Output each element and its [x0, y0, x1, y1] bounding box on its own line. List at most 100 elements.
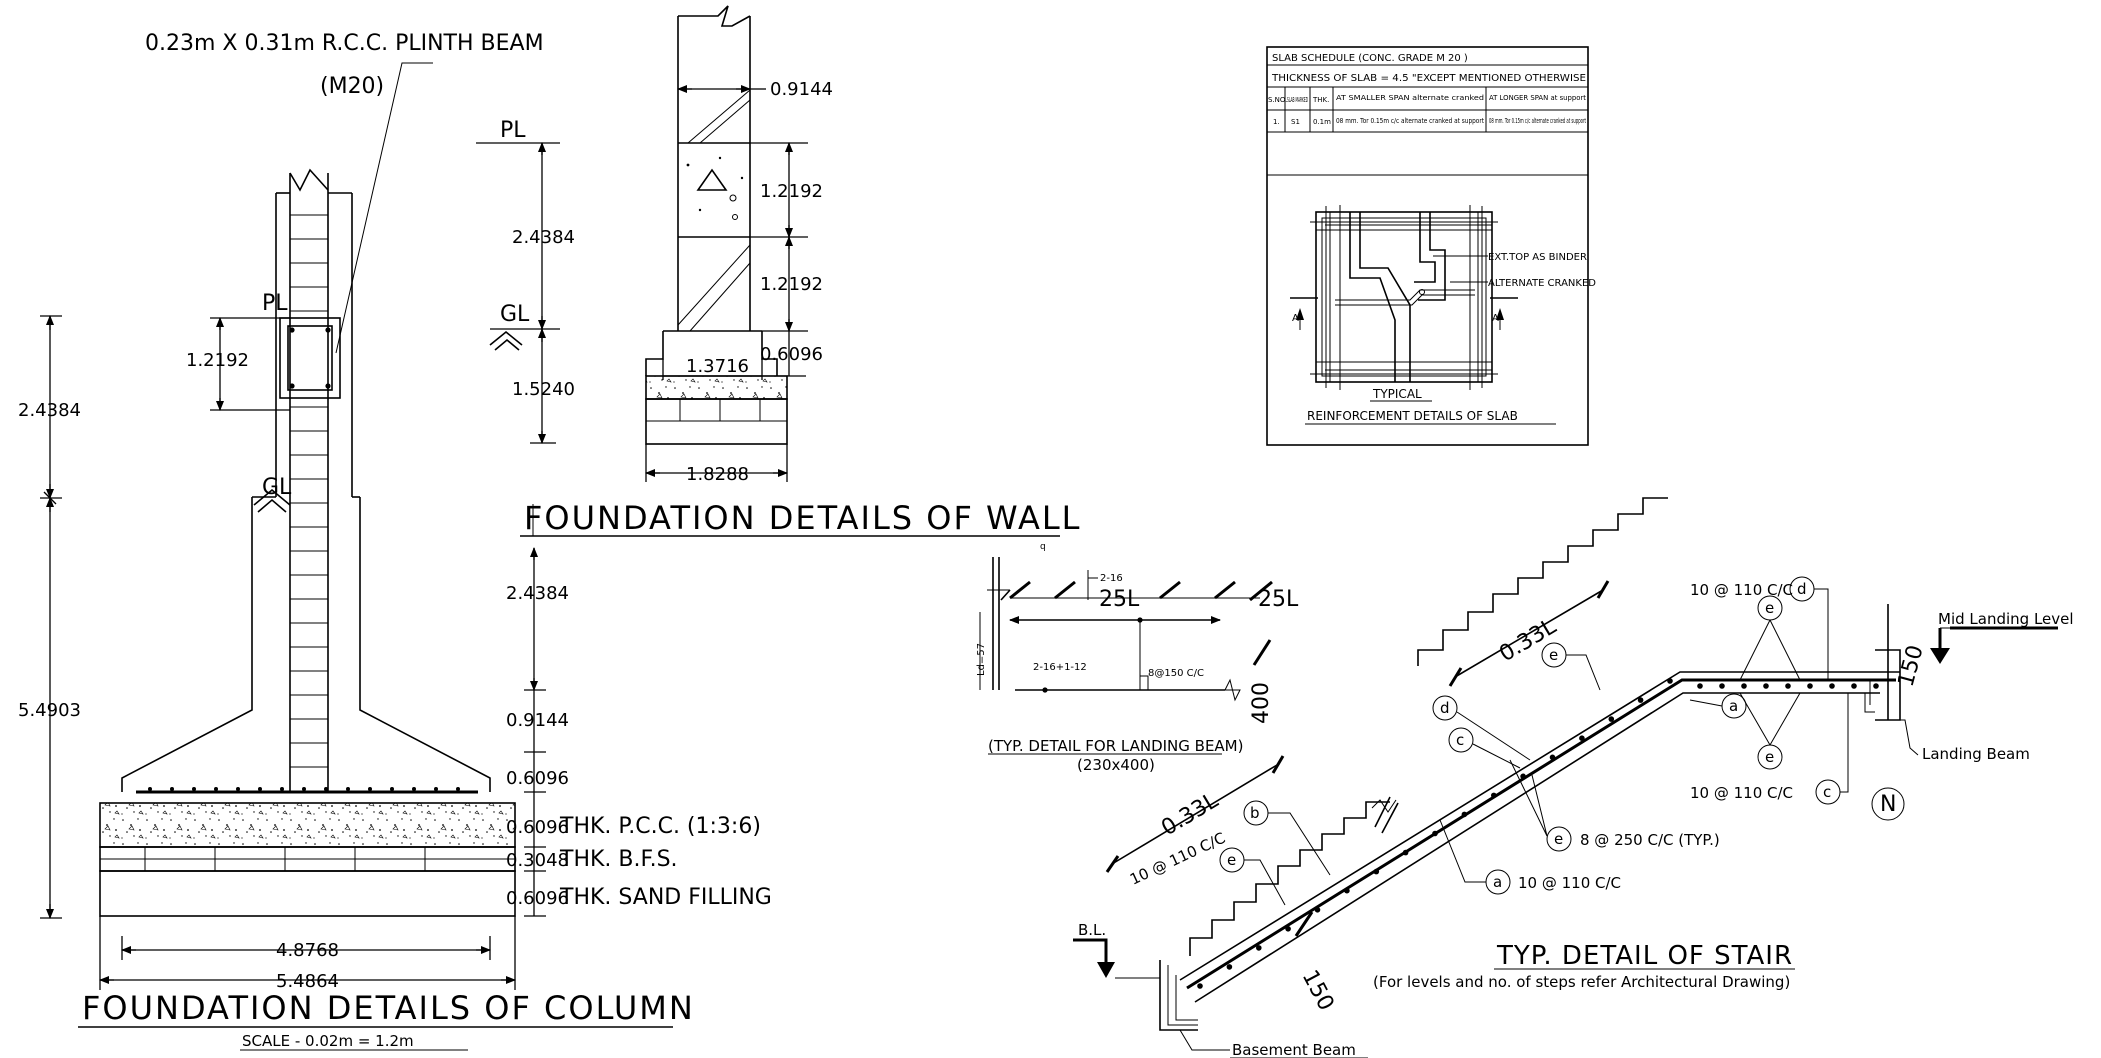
mesh-bar [456, 787, 460, 791]
column-foundation-detail: 0.23m X 0.31m R.C.C. PLINTH BEAM (M20) P… [18, 31, 772, 1051]
marker-c-mid: c [1448, 727, 1521, 769]
svg-text:c: c [1823, 783, 1831, 801]
footing-left-slope [121, 497, 253, 792]
stair-upper-steps [1417, 497, 1668, 666]
landing-bar-dot [1763, 683, 1769, 689]
column-dim-bfs: 0.3048 [506, 850, 569, 871]
wall-pcc-layer [645, 375, 788, 400]
landing-bar-dot [1741, 683, 1747, 689]
stair-bar-dot [1667, 678, 1673, 684]
wall-lower-depth: 1.2192 [760, 274, 823, 295]
sand-layer-label: THK. SAND FILLING [559, 885, 772, 910]
wall-pl-label: PL [500, 118, 526, 143]
landing-beam-detail: 2-16 25L 25L 8@150 C/C 2-16+1-12 Ld=57 q… [976, 542, 1299, 774]
wall-beam-aggregate [696, 168, 728, 191]
stair-bar-dot [1344, 887, 1350, 894]
column-dim-footing: 0.6096 [506, 768, 569, 789]
stair-bar-dot [1520, 773, 1526, 780]
north-label: N [1880, 792, 1896, 817]
svg-text:e: e [1765, 748, 1774, 766]
slab-row-thk: 0.1m [1313, 118, 1331, 126]
mesh-bar [302, 787, 306, 791]
svg-text:e: e [1765, 599, 1774, 617]
mesh-bar [170, 787, 174, 791]
slab-typical-label: TYPICAL [1372, 387, 1422, 401]
landing-bar-dot [1851, 683, 1857, 689]
column-gl-symbol [253, 488, 291, 506]
column-pl-label: PL [262, 291, 288, 316]
column-dim-top: 2.4384 [18, 400, 81, 421]
footing-right-slope [359, 497, 491, 792]
stair-bar-dot [1402, 849, 1409, 856]
stair-bar-dot [1549, 754, 1556, 761]
pcc-layer-label: THK. P.C.C. (1:3:6) [559, 814, 761, 839]
column-inner-bars [289, 173, 329, 792]
bar-c-text: 10 @ 110 C/C [1690, 784, 1793, 802]
landing-top-bars: 2-16 [1100, 573, 1123, 584]
stair-bar-dot [1461, 811, 1468, 818]
svg-text:b: b [1250, 804, 1260, 822]
column-outline [275, 193, 353, 497]
column-stirrups [290, 214, 328, 768]
svg-text:e: e [1227, 851, 1236, 869]
marker-d-mid: d [1432, 695, 1531, 761]
wall-outline [677, 16, 751, 331]
landing-bar-dot [1807, 683, 1813, 689]
wall-footing-steps [645, 331, 778, 376]
svg-text:e: e [1554, 830, 1563, 848]
stair-bar-dot [1637, 697, 1644, 703]
wall-base-width: 1.8288 [686, 464, 749, 485]
bar-e-left-text: 10 @ 110 C/C [1127, 829, 1228, 889]
svg-text:d: d [1440, 699, 1450, 717]
wall-footing-width: 1.3716 [686, 356, 749, 377]
wall-top-width: 0.9144 [770, 79, 833, 100]
landing-bar-dot [1873, 683, 1879, 689]
svg-text:d: d [1797, 580, 1807, 598]
slab-drawing-title: REINFORCEMENT DETAILS OF SLAB [1307, 409, 1518, 423]
marker-c-right: c 10 @ 110 C/C [1690, 693, 1849, 805]
mesh-bar [192, 787, 196, 791]
column-gl-label: GL [262, 475, 292, 500]
column-dim-pcc: 0.6096 [506, 817, 569, 838]
stair-bar-dot [1197, 983, 1203, 989]
marker-e-bottom: e [1739, 692, 1801, 770]
stair-bar-dot [1432, 830, 1438, 837]
mesh-bar [390, 787, 394, 791]
stair-waist-bottom [1194, 692, 1880, 1003]
landing-depth: 400 [1249, 682, 1274, 724]
slab-header2: THICKNESS OF SLAB = 4.5 "EXCEPT MENTIONE… [1271, 73, 1586, 84]
column-dim-pedestal: 0.9144 [506, 710, 569, 731]
slab-row-sno: 1. [1273, 118, 1280, 126]
wall-offset: 0.6096 [760, 344, 823, 365]
stair-bar-dot [1285, 926, 1291, 932]
stair-bar-dot [1314, 907, 1321, 913]
slab-col-longer: AT LONGER SPAN at support [1489, 94, 1586, 102]
marker-a-top: a [1689, 693, 1747, 719]
landing-stirrups: 8@150 C/C [1148, 668, 1204, 679]
slab-col-smaller: AT SMALLER SPAN alternate cranked [1336, 94, 1484, 102]
svg-text:a: a [1493, 873, 1502, 891]
plinth-beam-section [279, 317, 341, 399]
slab-header1: SLAB SCHEDULE (CONC. GRADE M 20 ) [1272, 53, 1468, 64]
svg-text:a: a [1729, 697, 1738, 715]
stair-bar-dot [1491, 792, 1497, 799]
marker-b-left: b [1243, 800, 1331, 876]
stair-break [1374, 796, 1399, 834]
plinth-beam-leader [335, 62, 433, 354]
column-dim-upper: 2.4384 [506, 583, 569, 604]
landing-bar-dot [1829, 683, 1835, 689]
footing-mesh-bars [148, 787, 460, 791]
landing-bar-dot [1697, 683, 1703, 689]
stair-subtitle: (For levels and no. of steps refer Archi… [1373, 973, 1790, 991]
mesh-bar [148, 787, 152, 791]
wall-gl-label: GL [500, 302, 530, 327]
slab-note-binder: EXT.TOP AS BINDER [1488, 252, 1587, 263]
mesh-bar [280, 787, 284, 791]
stair-waist-top [1179, 671, 1900, 981]
mesh-bar [434, 787, 438, 791]
mesh-bar [412, 787, 416, 791]
sand-layer [99, 870, 516, 917]
stair-basement-beam [1159, 960, 1198, 1031]
landing-mark-q: q [1040, 542, 1046, 552]
slab-col-marked: SLAB MARKED [1287, 96, 1308, 104]
